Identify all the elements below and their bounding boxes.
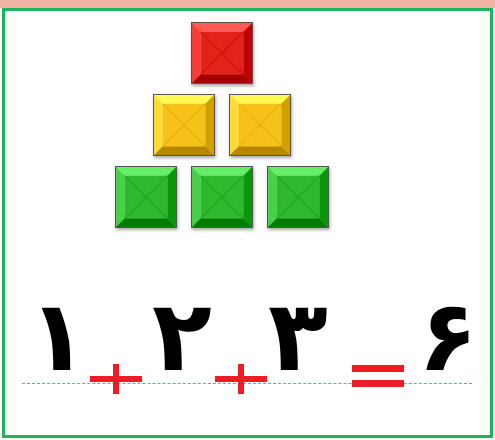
green-block [267,166,329,228]
plus-sign-1 [90,364,142,394]
digit-two: ۲ [152,280,212,394]
yellow-block [153,94,215,156]
plus-sign-2 [215,364,267,394]
green-block [191,166,253,228]
dashed-baseline [22,383,472,384]
yellow-block [229,94,291,156]
digit-one: ۱ [28,280,88,394]
red-block [191,22,253,84]
green-block [115,166,177,228]
equals-sign [352,365,404,387]
top-strip [0,0,495,8]
digit-three: ۳ [268,280,328,394]
digit-six: ۶ [418,280,478,394]
